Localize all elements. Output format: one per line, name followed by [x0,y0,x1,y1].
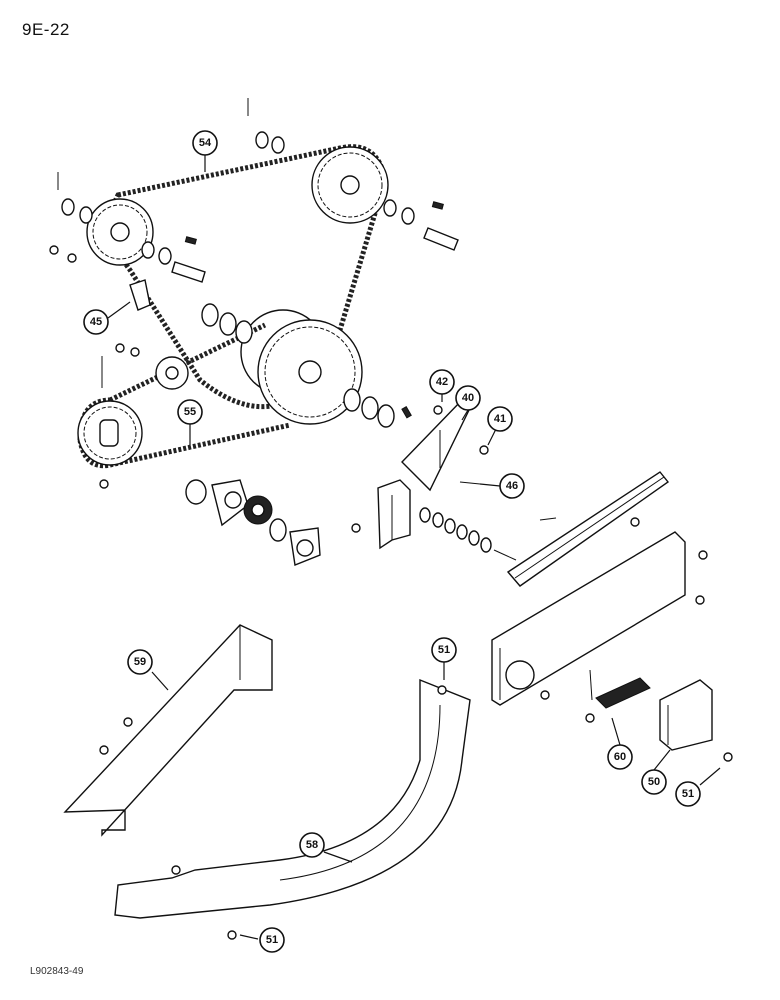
svg-text:54: 54 [199,137,212,149]
idler-sprocket [155,356,189,390]
svg-text:60: 60 [614,751,626,763]
plate-50 [659,679,733,762]
sprocket-upper-right [311,146,389,224]
svg-text:58: 58 [306,839,318,851]
shield-59 [63,624,273,837]
page-code: 9E-22 [22,20,70,39]
channel-rail [506,471,670,587]
callout-58: 58 [299,832,325,858]
bracket-60 [585,669,651,723]
callout-51-a: 51 [431,637,457,663]
drawing-reference-code: L902843-49 [30,966,84,977]
svg-text:55: 55 [184,406,196,418]
svg-text:45: 45 [90,316,102,328]
callout-60: 60 [607,744,633,770]
callout-59: 59 [127,649,153,675]
upper-chain [108,144,388,410]
bearing-assembly [185,479,321,566]
washers [61,131,415,428]
leader-lines [107,155,721,940]
callout-41: 41 [487,406,513,432]
svg-text:40: 40 [462,392,474,404]
svg-text:51: 51 [682,788,694,800]
callout-51-b: 51 [675,781,701,807]
svg-text:42: 42 [436,376,448,388]
washer-stack [419,507,517,561]
shield-58 [114,678,471,940]
shafts-and-keys [49,98,459,489]
svg-text:59: 59 [134,656,146,668]
sprocket-lower-left [77,400,143,466]
svg-text:46: 46 [506,480,518,492]
callout-50: 50 [641,769,667,795]
svg-text:51: 51 [266,934,278,946]
sprocket-upper-left [86,198,154,266]
callout-55: 55 [177,399,203,425]
side-panel [491,531,708,706]
sprocket-center-large [240,309,363,425]
svg-text:41: 41 [494,413,506,425]
callout-40: 40 [455,385,481,411]
svg-text:51: 51 [438,644,450,656]
callout-45: 45 [83,309,109,335]
svg-text:50: 50 [648,776,660,788]
mounting-bracket [351,479,411,550]
callout-42: 42 [429,369,455,395]
callout-46: 46 [499,473,525,499]
callout-54: 54 [192,130,218,156]
lower-chain [77,322,291,469]
callout-51-c: 51 [259,927,285,953]
idler-bracket-40 [401,399,489,492]
bracket-45 [129,279,151,311]
